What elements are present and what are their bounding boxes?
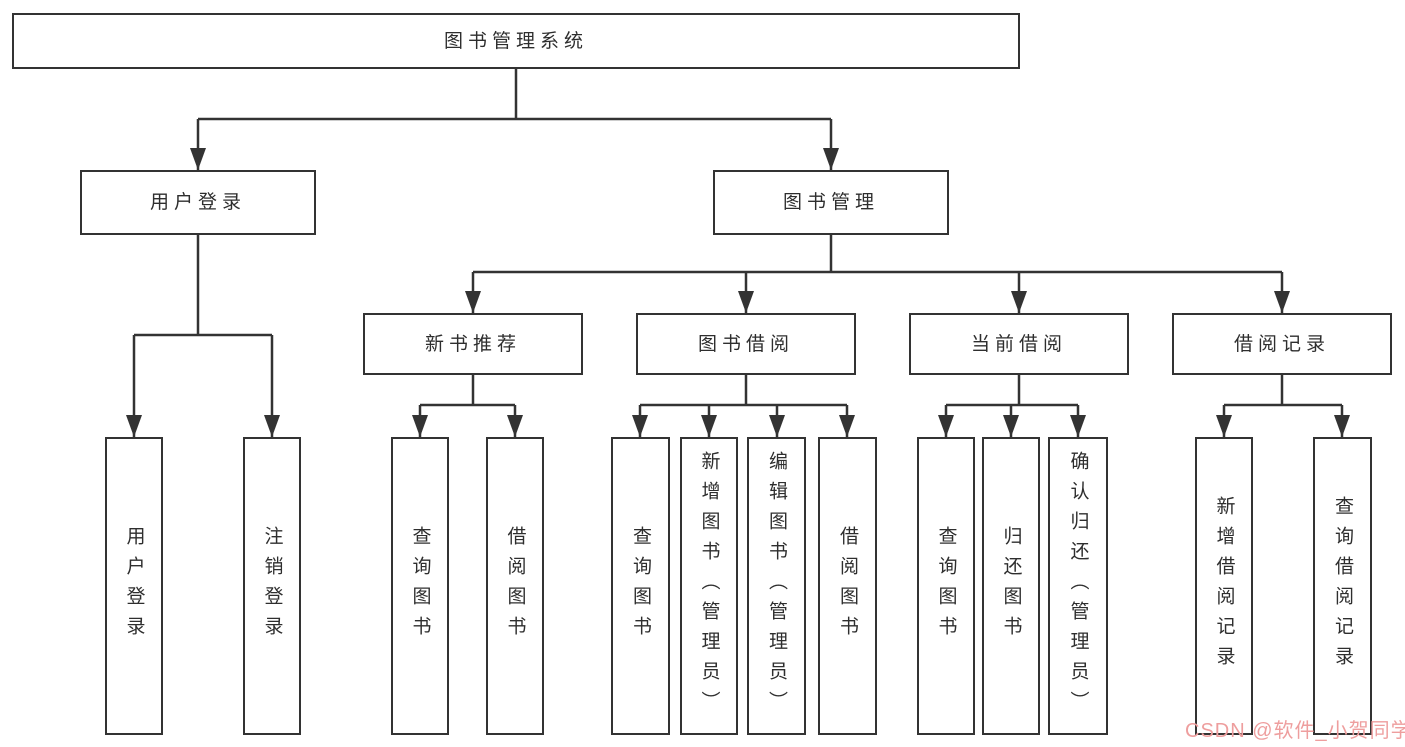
node-br-add-record: 新增借阅记录: [1195, 437, 1253, 735]
node-rec-query-book: 查询图书: [391, 437, 449, 735]
node-cb-confirm-return: 确认归还（管理员）: [1048, 437, 1108, 735]
node-book-mgmt-label: 图书管理: [782, 192, 879, 213]
node-br-query-record: 查询借阅记录: [1313, 437, 1372, 735]
node-bb-edit-book: 编辑图书（管理员）: [747, 437, 806, 735]
node-cb-confirm-return-label: 确认归还（管理员）: [1067, 451, 1089, 721]
node-bb-query-book-label: 查询图书: [630, 526, 651, 646]
node-rec-borrow-book-label: 借阅图书: [504, 526, 526, 646]
node-cb-return-book-label: 归还图书: [1000, 526, 1022, 646]
node-br-query-record-label: 查询借阅记录: [1332, 496, 1353, 676]
node-br-add-record-label: 新增借阅记录: [1213, 496, 1235, 676]
node-bb-borrow-book: 借阅图书: [818, 437, 877, 735]
node-login-label: 用户登录: [123, 526, 145, 646]
node-current-borrow-label: 当前借阅: [970, 333, 1067, 355]
arrowheads: [126, 148, 1350, 437]
node-root-label: 图书管理系统: [443, 30, 588, 52]
node-bb-query-book: 查询图书: [611, 437, 670, 735]
node-book-mgmt: 图书管理: [713, 170, 949, 235]
node-cb-query-book-label: 查询图书: [935, 526, 957, 646]
node-rec-borrow-book: 借阅图书: [486, 437, 544, 735]
node-bb-add-book: 新增图书（管理员）: [680, 437, 738, 735]
node-book-borrow-label: 图书借阅: [697, 333, 794, 355]
node-user-login: 用户登录: [80, 170, 316, 235]
node-root: 图书管理系统: [12, 13, 1020, 69]
node-new-book-rec-label: 新书推荐: [424, 333, 521, 355]
node-new-book-rec: 新书推荐: [363, 313, 583, 375]
node-logout: 注销登录: [243, 437, 301, 735]
node-cb-return-book: 归还图书: [982, 437, 1040, 735]
node-logout-label: 注销登录: [261, 526, 283, 646]
node-book-borrow: 图书借阅: [636, 313, 856, 375]
node-bb-add-book-label: 新增图书（管理员）: [698, 451, 720, 721]
watermark: CSDN @软件_小贺同学: [1185, 720, 1405, 742]
node-user-login-label: 用户登录: [149, 192, 246, 213]
node-login: 用户登录: [105, 437, 163, 735]
node-bb-borrow-book-label: 借阅图书: [837, 526, 858, 646]
node-cb-query-book: 查询图书: [917, 437, 975, 735]
node-borrow-record: 借阅记录: [1172, 313, 1392, 375]
node-current-borrow: 当前借阅: [909, 313, 1129, 375]
node-bb-edit-book-label: 编辑图书（管理员）: [766, 451, 787, 721]
node-borrow-record-label: 借阅记录: [1233, 333, 1330, 355]
node-rec-query-book-label: 查询图书: [409, 526, 431, 646]
